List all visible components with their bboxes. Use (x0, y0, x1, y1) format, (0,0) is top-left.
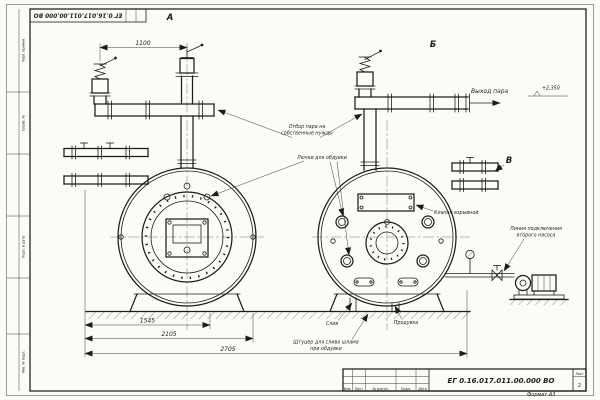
bottom-hatch (397, 277, 419, 287)
callouts: Выход пара +2,350 Отбор пара на собствен… (210, 86, 568, 352)
bottom-hatch (353, 277, 375, 287)
left-saddle-support (129, 293, 245, 313)
left-vessel-steam-piping (89, 43, 215, 169)
dim-top: 1100 (135, 40, 150, 47)
callout-pump-line-1: Линия подключения (509, 226, 562, 232)
frame-side-label: Инв. № подл. (22, 351, 26, 374)
right-saddle-support (329, 293, 445, 313)
safety-valve-right (354, 49, 382, 98)
dimensions: 1100 1545 2105 2705 (84, 40, 468, 358)
callout-own-needs-2: собственные нужды (281, 131, 333, 137)
callout-explosion-valve: Клапан взрывной (434, 210, 478, 216)
dim-bottom-1: 1545 (140, 318, 155, 325)
blow-port (416, 254, 430, 268)
gate-valve (491, 265, 503, 282)
blow-port (421, 215, 435, 229)
right-vessel-rear-view (312, 120, 470, 330)
frame-side-label: Подп. и дата (22, 236, 26, 258)
view-label-b: Б (430, 40, 437, 50)
elevation-mark: +2,350 (528, 86, 568, 97)
pump (509, 274, 569, 305)
burner-mount (165, 218, 209, 258)
callout-sludge-2: при обдувке (310, 346, 342, 352)
tb-col-list: Лист (355, 387, 363, 391)
dim-bottom-3: 2705 (220, 346, 235, 353)
frame-side-label: Справ. № (22, 114, 26, 131)
frame-side-label: Перв. примен. (22, 38, 26, 63)
tb-col-data: Дата (418, 387, 427, 391)
gost-frame: Перв. примен. Справ. № Подп. и дата Инв.… (6, 4, 594, 396)
view-label-a: А (166, 13, 174, 23)
left-side-manifold-pipes (63, 142, 149, 187)
feed-pump-assembly (444, 249, 569, 305)
pressure-gauge (465, 249, 475, 274)
callout-elevation: +2,350 (542, 86, 560, 92)
view-label-v: В (506, 156, 512, 166)
left-vessel-front-view (110, 46, 264, 330)
format-note: Формат А3 (527, 392, 555, 398)
callout-blowdown: Продувка (394, 320, 418, 326)
callout-drain: Слив (326, 321, 339, 327)
tb-col-docnum: № докум. (373, 387, 389, 391)
tb-designation: ЕГ 0.16.017.011.00.000 ВО (448, 377, 555, 385)
title-block: Изм. Лист № докум. Подп. Дата ЕГ 0.16.01… (342, 368, 587, 398)
rear-manhole (365, 221, 409, 265)
tb-sheet-number: 2 (578, 383, 581, 389)
tb-col-podp: Подп. (401, 387, 411, 391)
right-side-manifold-pipes (451, 157, 499, 192)
dim-bottom-2: 2105 (161, 331, 176, 338)
view-labels: А Б В (166, 13, 512, 172)
safety-valve-left (89, 56, 117, 105)
callout-hatches: Лючки для обдувки (296, 155, 347, 161)
view-v-arrow (494, 164, 505, 172)
right-vessel-steam-piping (354, 49, 501, 171)
callout-pump-line-2: второго насоса (517, 234, 556, 239)
ground-line (85, 310, 471, 319)
inverted-designation-stamp: ЕГ 0.16.017.011.00.000 ВО (29, 8, 147, 23)
callout-steam-out: Выход пара (471, 88, 509, 95)
callout-sludge-1: Штуцер для слива шлама (293, 340, 358, 346)
explosion-valve (357, 193, 415, 212)
callout-own-needs-1: Отбор пара на (289, 124, 326, 130)
designation-inverted-text: ЕГ 0.16.017.011.00.000 ВО (34, 12, 123, 18)
tb-col-izm: Изм. (344, 387, 352, 391)
tb-sheet-label: Лист (575, 372, 583, 376)
